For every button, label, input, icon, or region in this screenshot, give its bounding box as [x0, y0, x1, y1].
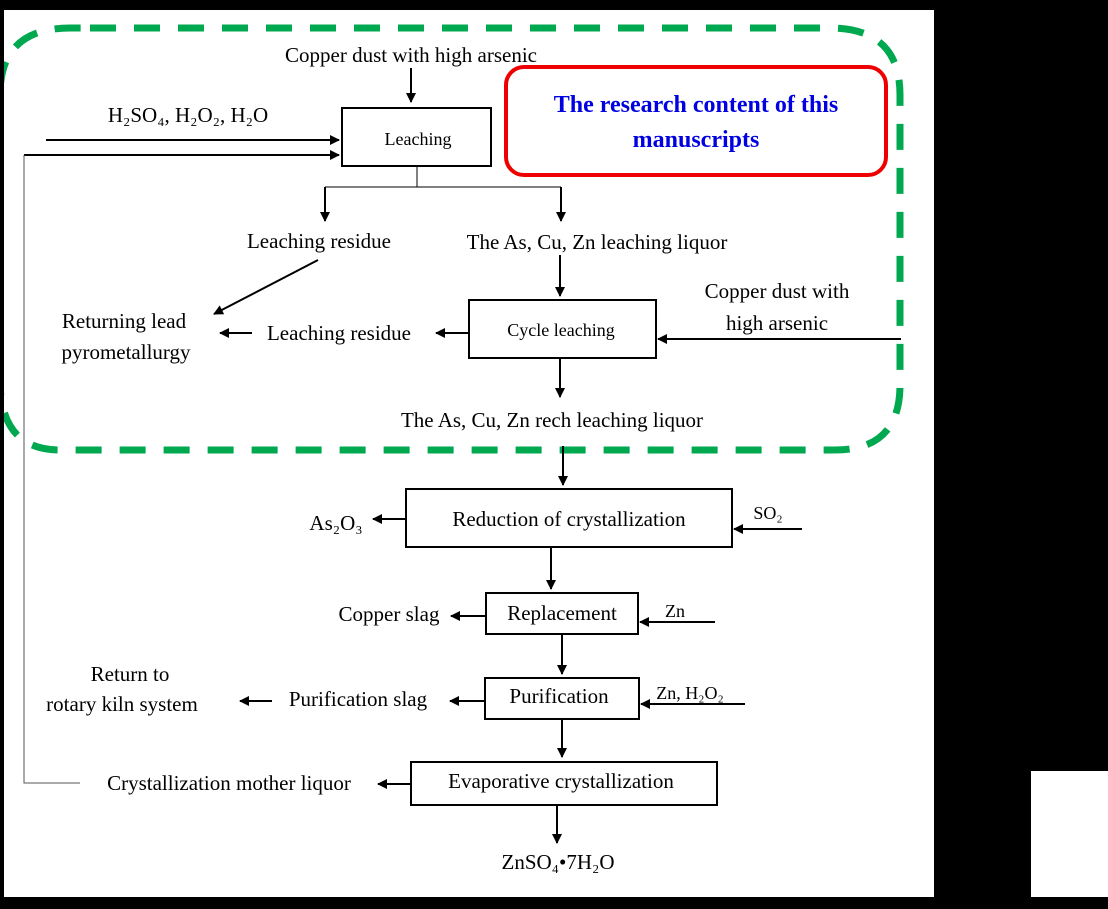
replacement-label: Replacement — [507, 601, 617, 625]
output-as2o3: As₂O₃ — [309, 511, 362, 535]
output-rich-liquor: The As, Cu, Zn rech leaching liquor — [401, 408, 703, 432]
research-content-box — [504, 65, 888, 177]
output-returning-lead-2: pyrometallurgy — [61, 340, 191, 364]
purification-box — [484, 677, 640, 720]
cycle-leaching-box — [468, 299, 657, 359]
leaching-label: Leaching — [385, 129, 452, 149]
output-leaching-residue-1: Leaching residue — [247, 229, 391, 253]
output-return-to-2: rotary kiln system — [46, 692, 198, 716]
blank-panel — [1031, 771, 1108, 897]
input-copper-dust-right-1: Copper dust with — [705, 279, 850, 303]
research-content-title-line2: manuscripts — [633, 127, 760, 153]
reduction-box — [405, 488, 733, 548]
output-leaching-residue-2: Leaching residue — [267, 321, 411, 345]
output-purification-slag: Purification slag — [289, 687, 428, 711]
cycle-leaching-label: Cycle leaching — [507, 320, 614, 340]
evaporative-label: Evaporative crystallization — [448, 769, 674, 793]
input-copper-dust-right-2: high arsenic — [726, 311, 828, 335]
output-return-to-1: Return to — [91, 662, 170, 686]
evaporative-box — [410, 761, 718, 806]
input-copper-dust-top: Copper dust with high arsenic — [285, 43, 537, 67]
recycle-loop-line — [23, 155, 80, 784]
input-zn-h2o2: Zn, H₂O₂ — [656, 683, 724, 703]
output-returning-lead-1: Returning lead — [62, 309, 187, 333]
research-content-title-line1: The research content of this — [554, 92, 838, 118]
output-product-znso4: ZnSO₄•7H₂O — [502, 850, 615, 874]
output-copper-slag: Copper slag — [339, 602, 440, 626]
input-so2: SO₂ — [753, 503, 782, 523]
replacement-box — [485, 592, 639, 635]
output-leaching-liquor: The As, Cu, Zn leaching liquor — [467, 230, 728, 254]
research-scope-region — [4, 24, 904, 454]
purification-label: Purification — [509, 684, 609, 708]
output-mother-liquor: Crystallization mother liquor — [107, 771, 351, 795]
arrow-residue-to-lead — [213, 259, 319, 315]
input-reagents: H₂SO₄, H₂O₂, H₂O — [108, 103, 268, 127]
reduction-label: Reduction of crystallization — [452, 507, 686, 531]
input-zn: Zn — [665, 601, 685, 621]
